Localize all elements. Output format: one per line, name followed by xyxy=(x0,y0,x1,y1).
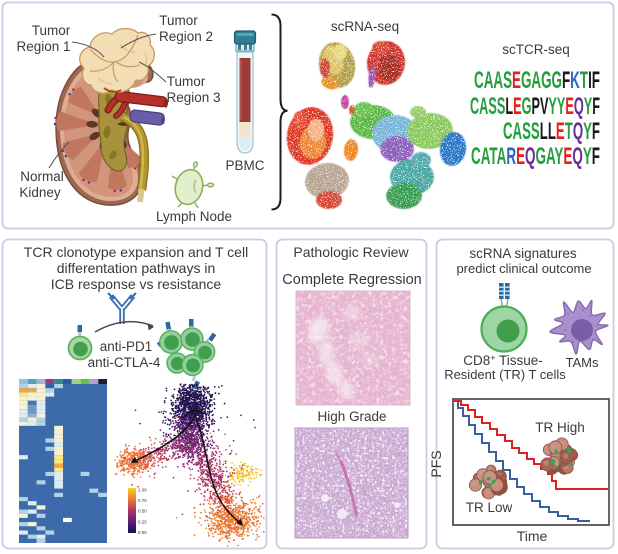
svg-text:TR Low: TR Low xyxy=(466,500,513,515)
svg-text:TCR clonotype expansion and T: TCR clonotype expansion and T cell xyxy=(24,244,248,260)
svg-text:CAASEGAGGFKTIF: CAASEGAGGFKTIF xyxy=(474,67,600,94)
svg-text:differentation pathways in: differentation pathways in xyxy=(57,260,216,276)
svg-text:0.00: 0.00 xyxy=(138,530,147,535)
svg-text:TAMs: TAMs xyxy=(566,355,599,370)
svg-text:scTCR-seq: scTCR-seq xyxy=(502,42,570,57)
svg-text:scRNA signatures: scRNA signatures xyxy=(469,246,577,261)
svg-text:Pathologic Review: Pathologic Review xyxy=(293,244,409,260)
svg-text:Resident (TR) T cells: Resident (TR) T cells xyxy=(444,367,566,382)
svg-text:anti-PD1: anti-PD1 xyxy=(100,339,153,354)
svg-text:CASSLEGPVYYEQYF: CASSLEGPVYYEQYF xyxy=(470,93,600,120)
svg-text:Time: Time xyxy=(517,528,548,544)
svg-text:Tumor: Tumor xyxy=(167,74,206,89)
svg-text:1.00: 1.00 xyxy=(138,488,147,493)
svg-text:0.75: 0.75 xyxy=(138,498,147,503)
svg-text:0.25: 0.25 xyxy=(138,519,147,524)
svg-text:High Grade: High Grade xyxy=(317,409,386,424)
svg-text:predict clinical outcome: predict clinical outcome xyxy=(456,261,591,276)
svg-text:CASSLLETQYF: CASSLLETQYF xyxy=(503,118,600,145)
svg-text:PBMC: PBMC xyxy=(225,158,264,173)
svg-text:PFS: PFS xyxy=(428,450,444,477)
svg-text:anti-CTLA-4: anti-CTLA-4 xyxy=(88,355,161,370)
svg-text:Region 3: Region 3 xyxy=(166,90,220,105)
svg-text:Tumor: Tumor xyxy=(159,13,198,28)
svg-text:Region 2: Region 2 xyxy=(159,29,213,44)
svg-text:Lymph Node: Lymph Node xyxy=(156,209,232,224)
svg-text:Region 1: Region 1 xyxy=(16,39,70,54)
svg-text:0.50: 0.50 xyxy=(138,509,147,514)
svg-text:CATAREQGAYEQYF: CATAREQGAYEQYF xyxy=(471,143,600,170)
svg-text:scRNA-seq: scRNA-seq xyxy=(331,19,399,34)
svg-text:CD8+ Tissue-: CD8+ Tissue- xyxy=(463,353,543,368)
svg-text:Complete Regression: Complete Regression xyxy=(282,272,421,288)
svg-text:Tumor: Tumor xyxy=(32,23,71,38)
svg-text:Normal: Normal xyxy=(20,169,64,184)
svg-text:TR High: TR High xyxy=(535,420,585,435)
svg-text:ICB response vs resistance: ICB response vs resistance xyxy=(51,276,222,292)
svg-text:Kidney: Kidney xyxy=(19,185,61,200)
